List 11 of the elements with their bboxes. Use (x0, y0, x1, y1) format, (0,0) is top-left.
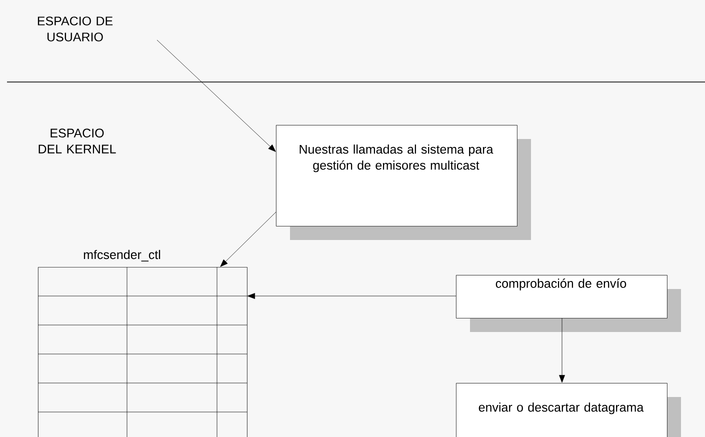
table: mfcsender_ctl (38, 250, 248, 437)
arrow (247, 293, 456, 299)
arrow (559, 318, 565, 383)
arrow (220, 212, 276, 267)
node-label: mfcsender_ctl (84, 250, 160, 262)
process-box: comprobación de envío (456, 275, 681, 332)
process-box: Nuestras llamadas al sistema para gestión de emisores multicast (276, 125, 531, 240)
process-box: enviar o descartar datagrama (456, 383, 681, 437)
region-label: ESPACIO DE USUARIO (38, 16, 113, 42)
region-label: ESPACIO DEL KERNEL (38, 128, 116, 154)
arrow (156, 40, 276, 152)
